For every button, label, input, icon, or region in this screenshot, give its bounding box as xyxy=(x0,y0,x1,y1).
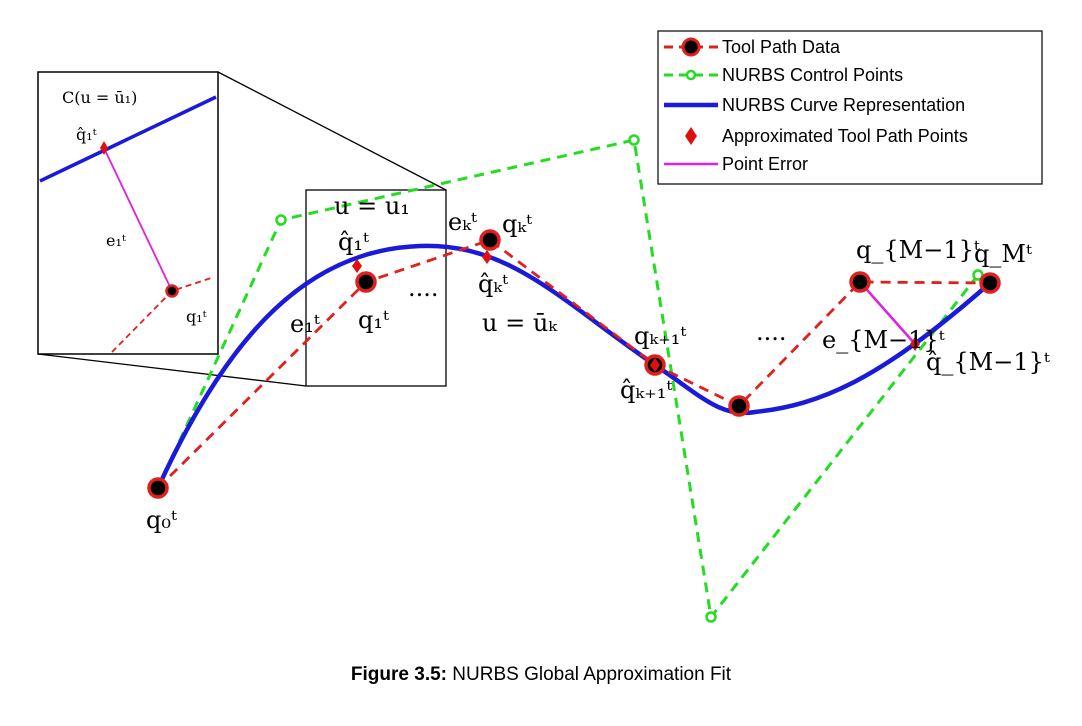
nurbs-figure: C(u = ū₁) q̂₁ᵗ e₁ᵗ q₁ᵗ u = u₁ q̂₁ᵗ q₁ᵗ e… xyxy=(37,30,1050,623)
legend-entry-point-error: Point Error xyxy=(664,154,808,174)
legend-entry-tool-path: Tool Path Data xyxy=(664,37,841,57)
approx-point xyxy=(482,250,492,264)
figure-caption: Figure 3.5: NURBS Global Approximation F… xyxy=(0,664,1082,686)
inset-e-label: e₁ᵗ xyxy=(106,231,126,250)
label-qM: q_Mᵗ xyxy=(974,240,1032,268)
legend-entry-curve: NURBS Curve Representation xyxy=(664,95,965,115)
legend-label-tool-path: Tool Path Data xyxy=(722,37,841,57)
control-point-markers xyxy=(275,134,984,623)
control-point xyxy=(705,611,717,623)
approx-point xyxy=(650,358,660,372)
inset-qhat-label: q̂₁ᵗ xyxy=(76,125,97,144)
zoom-connector-bottom xyxy=(37,353,307,387)
label-qhatk: q̂ₖᵗ xyxy=(478,270,508,298)
legend-control-point-marker xyxy=(685,69,697,81)
tool-path-point xyxy=(728,395,750,417)
legend-label-approx-points: Approximated Tool Path Points xyxy=(722,126,968,146)
label-qhatk1: q̂ₖ₊₁ᵗ xyxy=(620,376,672,404)
inset-curve-segment xyxy=(39,95,217,183)
caption-text: NURBS Global Approximation Fit xyxy=(447,664,732,685)
main-labels: u = u₁ q̂₁ᵗ q₁ᵗ e₁ᵗ .... eₖᵗ qₖᵗ q̂ₖᵗ u … xyxy=(146,192,1050,534)
zoom-region-box xyxy=(305,189,447,387)
inset-approx-point xyxy=(100,141,108,155)
control-point xyxy=(275,214,287,226)
label-q0: q₀ᵗ xyxy=(146,506,177,534)
label-qM1: q_{M−1}ᵗ xyxy=(856,236,980,264)
tool-path-markers xyxy=(147,229,1001,499)
control-point xyxy=(972,269,984,281)
zoom-connector-top xyxy=(217,71,447,191)
label-qhat1: q̂₁ᵗ xyxy=(338,228,369,256)
control-point xyxy=(628,134,640,146)
legend: Tool Path Data NURBS Control Points NURB… xyxy=(657,30,1043,185)
label-dots1: .... xyxy=(408,274,439,302)
tool-path-point xyxy=(979,272,1001,294)
legend-label-point-error: Point Error xyxy=(722,154,808,174)
label-qk: qₖᵗ xyxy=(502,210,532,238)
label-dots2: .... xyxy=(756,318,787,346)
tool-path-point xyxy=(147,477,169,499)
point-error-segment xyxy=(859,281,916,345)
label-eM1: e_{M−1}ᵗ xyxy=(822,326,945,354)
label-e1: e₁ᵗ xyxy=(290,310,320,338)
label-ek: eₖᵗ xyxy=(448,208,477,236)
label-u-eq-u1: u = u₁ xyxy=(334,192,410,220)
control-polygon xyxy=(156,138,980,621)
label-qhatM1: q̂_{M−1}ᵗ xyxy=(926,348,1050,376)
legend-label-curve: NURBS Curve Representation xyxy=(722,95,965,115)
tool-path-point xyxy=(849,271,871,293)
approx-point xyxy=(352,259,362,273)
label-qk1: qₖ₊₁ᵗ xyxy=(634,322,686,350)
nurbs-curve xyxy=(155,243,992,489)
tool-path-point xyxy=(479,229,501,251)
approx-point xyxy=(910,337,920,351)
legend-box xyxy=(657,30,1043,185)
caption-label: Figure 3.5: xyxy=(350,664,447,685)
label-q1: q₁ᵗ xyxy=(358,306,389,334)
legend-label-control-points: NURBS Control Points xyxy=(722,65,903,85)
inset-curve-label: C(u = ū₁) xyxy=(62,88,137,107)
legend-tool-path-marker xyxy=(681,37,701,57)
legend-entry-approx-points: Approximated Tool Path Points xyxy=(685,126,968,146)
inset-zoom: C(u = ū₁) q̂₁ᵗ e₁ᵗ q₁ᵗ xyxy=(37,71,219,355)
label-u-eq-uk: u = ūₖ xyxy=(482,309,558,337)
inset-box xyxy=(37,71,219,355)
legend-entry-control-points: NURBS Control Points xyxy=(664,65,903,85)
inset-tool-point xyxy=(165,284,179,298)
inset-q-label: q₁ᵗ xyxy=(186,307,207,326)
approx-point-markers xyxy=(352,250,920,372)
legend-approx-marker xyxy=(685,127,697,145)
tool-path-point xyxy=(355,271,377,293)
inset-error-segment xyxy=(103,147,173,292)
